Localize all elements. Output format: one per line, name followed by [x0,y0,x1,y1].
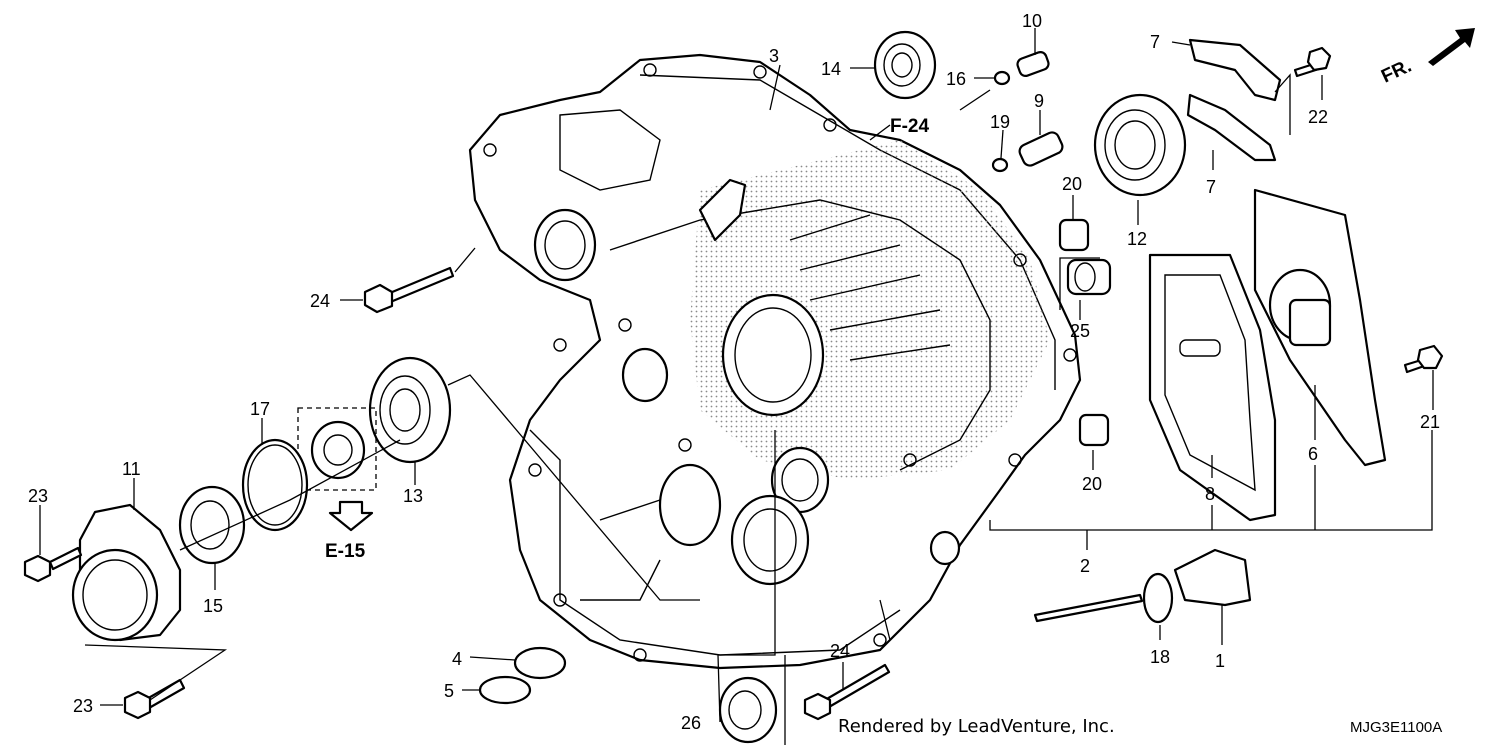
bolt-23-lower[interactable] [123,678,186,720]
bolt-22[interactable] [1293,46,1332,78]
callout-9: 9 [1034,91,1044,111]
e15-arrow-icon [328,500,374,532]
credit-text: Rendered by LeadVenture, Inc. [838,716,1115,737]
callout-5: 5 [444,681,454,701]
callout-2: 2 [1080,556,1090,576]
bearing-14[interactable] [873,30,937,100]
o-ring-18[interactable] [1142,572,1174,624]
callout-10: 10 [1022,11,1042,31]
dowel-pin-20-upper[interactable] [1058,218,1090,252]
crankcase-cover[interactable] [468,53,1082,670]
oil-seal-15[interactable] [178,485,246,565]
callout-7-upper: 7 [1150,32,1160,52]
callout-17: 17 [250,399,270,419]
o-ring-19[interactable] [991,157,1009,173]
callout-18: 18 [1150,647,1170,667]
callout-23-lower: 23 [73,696,93,716]
callout-15: 15 [203,596,223,616]
packing-4[interactable] [513,646,567,680]
direction-label: FR. [1378,56,1415,88]
bolt-24-upper[interactable] [363,266,455,314]
washer-16[interactable] [993,70,1011,86]
dowel-pin-9[interactable] [1017,130,1064,168]
bearing-12[interactable] [1093,93,1187,197]
callout-8: 8 [1205,484,1215,504]
gasket-8[interactable] [1148,253,1277,522]
callout-12: 12 [1127,229,1147,249]
callout-22: 22 [1308,107,1328,127]
dowel-pin-10[interactable] [1016,50,1050,77]
bearing-13[interactable] [368,356,452,464]
callout-20-lower: 20 [1082,474,1102,494]
callout-25: 25 [1070,321,1090,341]
callout-4: 4 [452,649,462,669]
stopper-plate-7-lower[interactable] [1186,93,1277,162]
callout-6: 6 [1308,444,1318,464]
ref-e15[interactable]: E-15 [325,541,366,562]
callout-14: 14 [821,59,841,79]
front-direction-arrow-icon [1428,28,1475,66]
callout-11: 11 [122,459,141,479]
needle-bearing-25[interactable] [1066,258,1112,296]
oil-seal-26[interactable] [718,676,778,744]
callout-7-lower: 7 [1206,177,1216,197]
callout-24-upper: 24 [310,291,330,311]
bolt-24-lower[interactable] [803,663,891,721]
side-cover-6[interactable] [1253,188,1387,467]
callout-16: 16 [946,69,966,89]
bearing-holder-11[interactable] [71,503,182,642]
dipstick-1[interactable] [1033,548,1252,623]
ref-f24[interactable]: F-24 [890,116,930,137]
callout-20-upper: 20 [1062,174,1082,194]
bolt-23-upper[interactable] [23,546,83,583]
callout-3: 3 [769,46,779,66]
stopper-plate-7-upper[interactable] [1188,38,1282,102]
callout-26: 26 [681,713,701,733]
diagram-code: MJG3E1100A [1350,719,1442,736]
callout-13: 13 [403,486,423,506]
dowel-pin-20-lower[interactable] [1078,413,1110,447]
o-ring-17[interactable] [241,438,309,532]
callout-24-lower: 24 [830,641,850,661]
callout-19: 19 [990,112,1010,132]
plate-5[interactable] [478,675,532,705]
callout-23-upper: 23 [28,486,48,506]
callout-21: 21 [1420,412,1440,432]
leader-lines [39,28,1434,745]
drive-gear-assembly[interactable] [297,407,377,491]
bolt-21[interactable] [1403,344,1444,374]
callout-1: 1 [1215,651,1225,671]
